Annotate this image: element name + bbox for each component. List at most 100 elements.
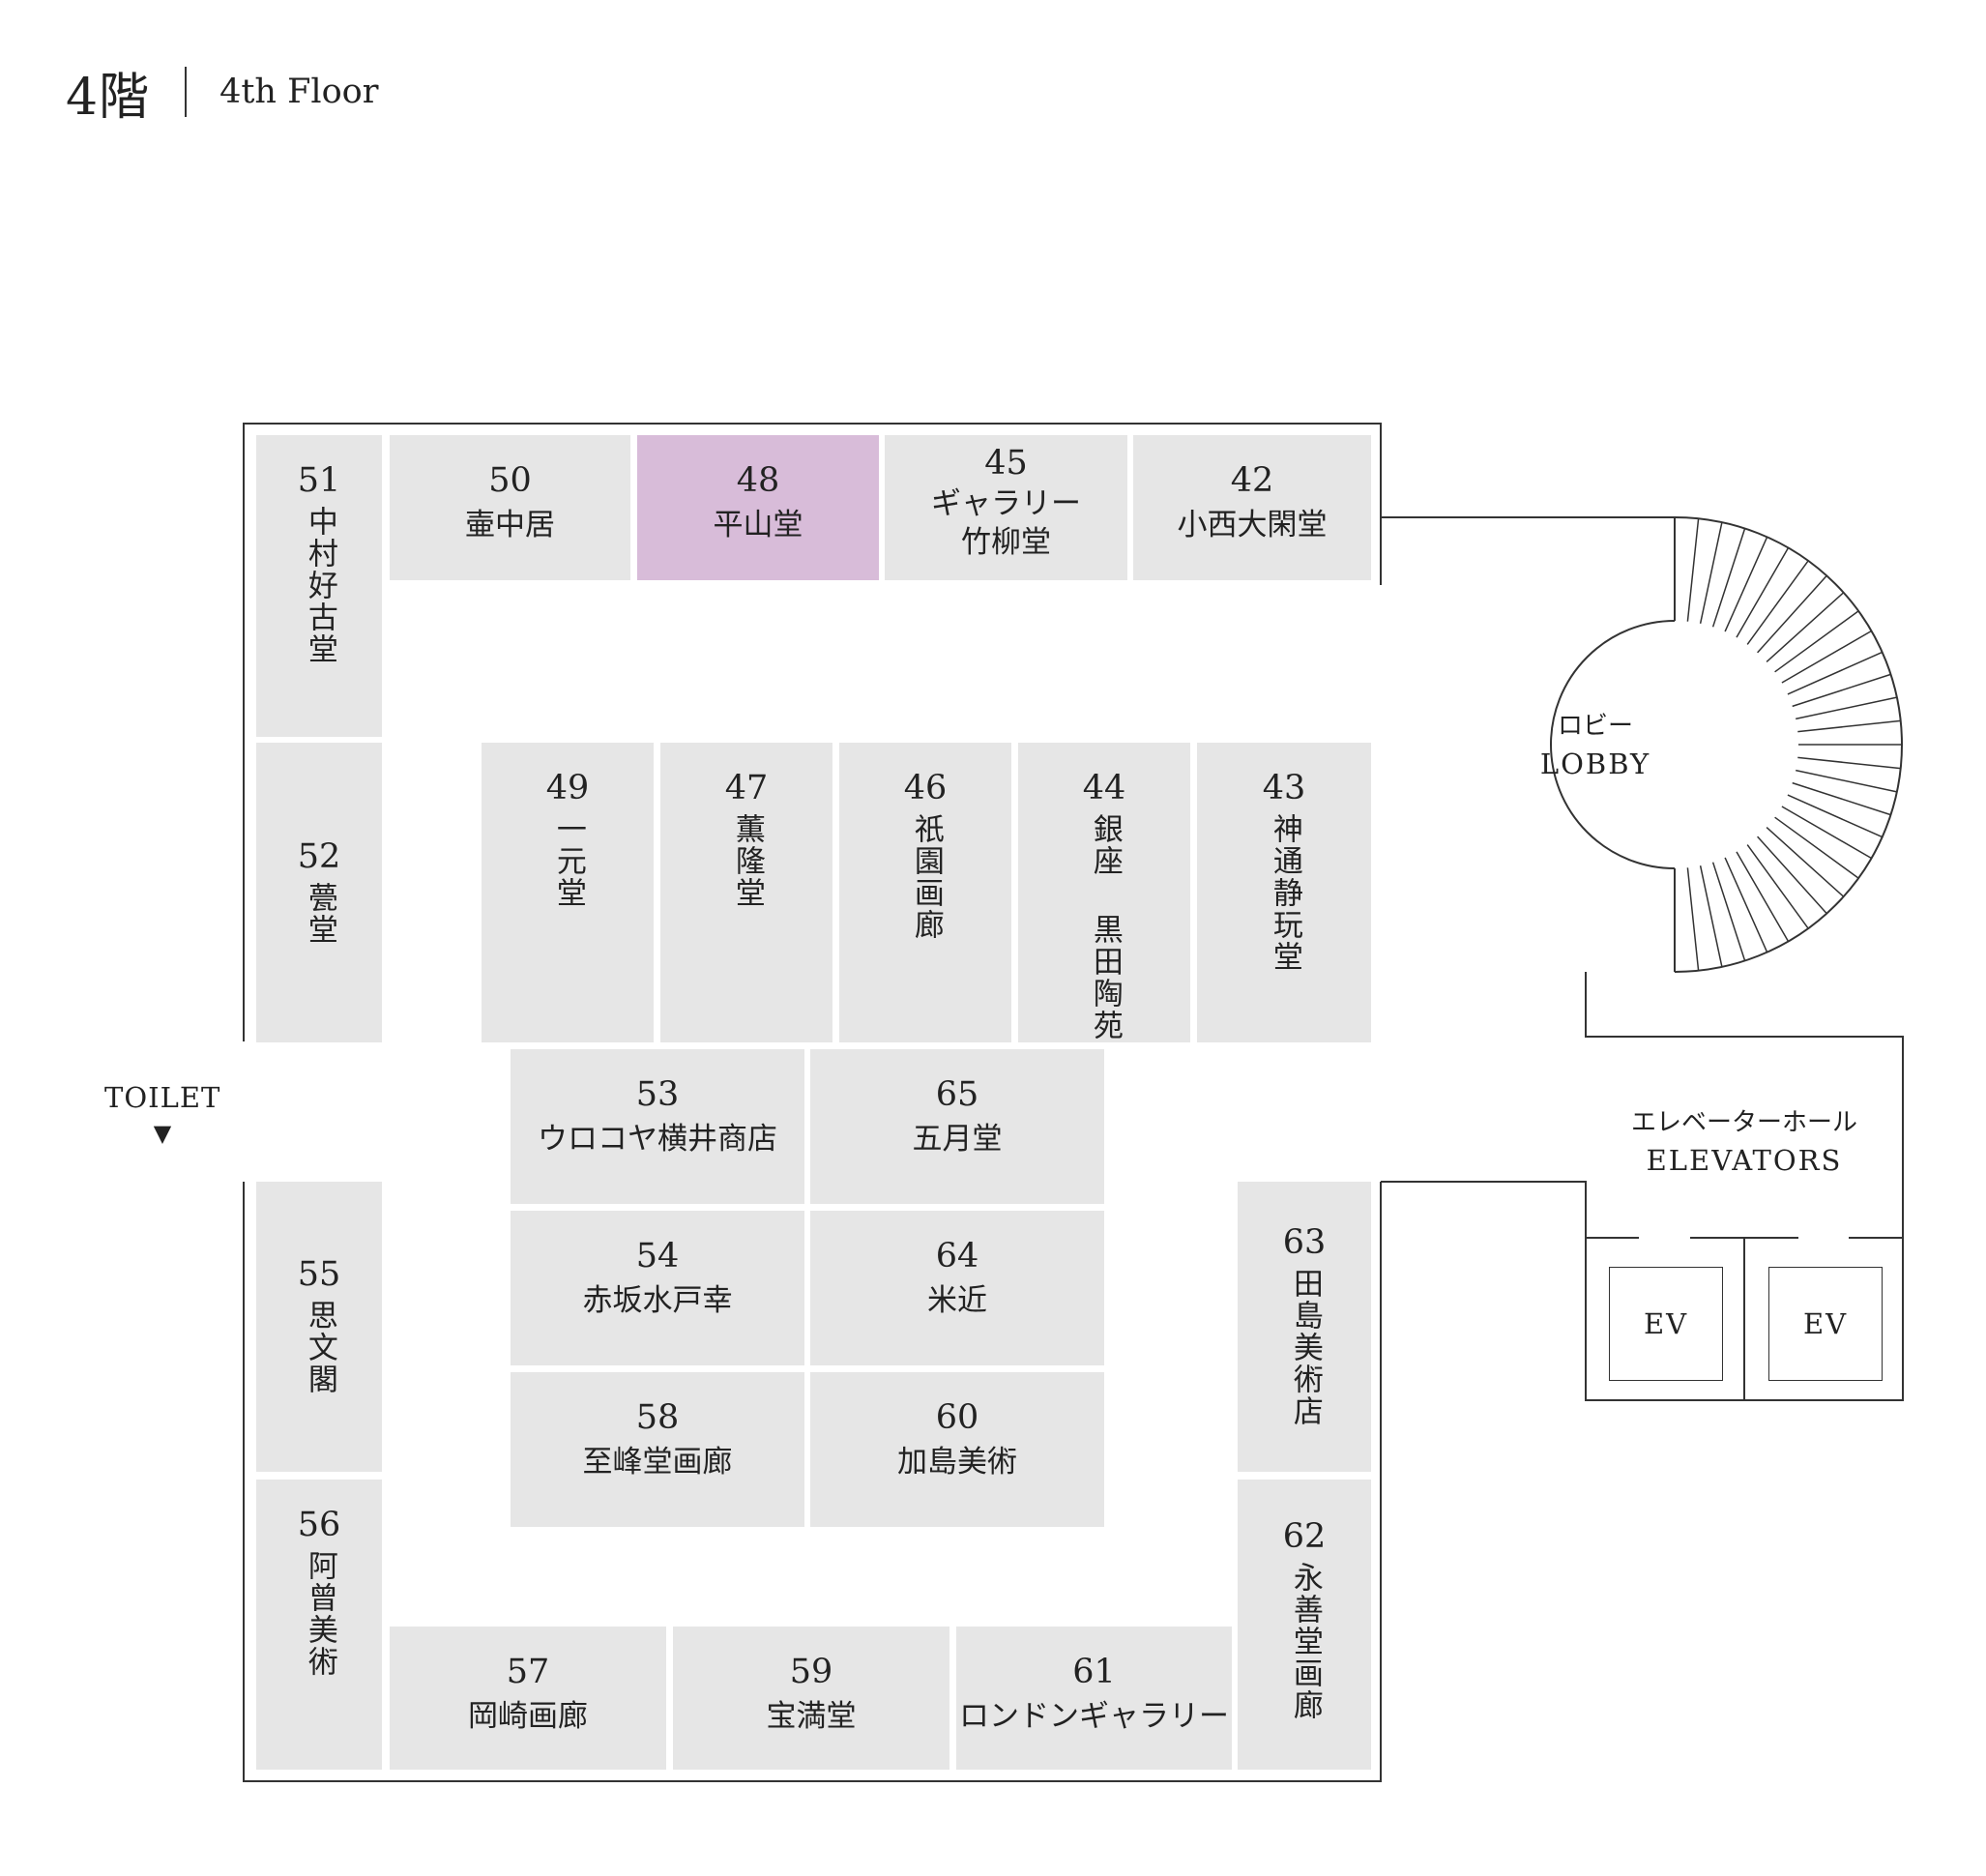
lobby-label: ロビー LOBBY (1508, 706, 1682, 780)
floor-title-en: 4th Floor (219, 73, 379, 111)
stair-step (1686, 518, 1700, 622)
booth-name: 赤坂水戸幸 (582, 1283, 733, 1318)
staircase-inner (1550, 620, 1676, 869)
booth-number: 47 (724, 769, 769, 807)
booth-46[interactable]: 46 祇園画廊 (839, 743, 1011, 1042)
booth-name: 米近 (927, 1283, 987, 1318)
booth-name: 一元堂 (550, 813, 586, 909)
stair-step (1781, 630, 1872, 684)
booth-number: 58 (635, 1398, 680, 1437)
stair-step (1746, 844, 1809, 929)
booth-number: 53 (635, 1075, 680, 1114)
stair-step (1797, 719, 1901, 733)
booth-55[interactable]: 55 思文閣 (256, 1182, 382, 1472)
hall-wall-upper (243, 423, 1382, 1041)
booth-number: 62 (1282, 1517, 1327, 1556)
stair-step (1711, 862, 1746, 961)
booth-44[interactable]: 44 銀座 黒田陶苑 (1018, 743, 1190, 1042)
floor-header: 4階 4th Floor (66, 58, 379, 127)
booth-name: 神通静玩堂 (1267, 813, 1302, 973)
booth-name: 永善堂画廊 (1287, 1562, 1323, 1721)
booth-number: 42 (1230, 461, 1274, 500)
booth-number: 52 (297, 836, 341, 876)
booth-64[interactable]: 64 米近 (810, 1211, 1104, 1365)
booth-name: 小西大閑堂 (1177, 508, 1328, 542)
elevator-hall-label-en: ELEVATORS (1646, 1144, 1843, 1177)
booth-name: 薫隆堂 (729, 813, 765, 909)
stair-step (1792, 673, 1891, 708)
booth-number: 63 (1282, 1223, 1327, 1262)
header-separator (185, 67, 188, 117)
booth-62[interactable]: 62 永善堂画廊 (1238, 1480, 1371, 1770)
booth-name: 加島美術 (897, 1445, 1017, 1480)
stair-step (1797, 756, 1901, 770)
lobby-label-jp: ロビー (1557, 712, 1633, 741)
booth-number: 61 (1072, 1653, 1116, 1691)
booth-name: 甍堂 (302, 881, 337, 946)
booth-name: 岡崎画廊 (468, 1699, 588, 1734)
booth-name: 壷中居 (465, 508, 555, 542)
booth-number: 55 (297, 1255, 341, 1294)
booth-60[interactable]: 60 加島美術 (810, 1372, 1104, 1527)
stair-step (1796, 696, 1898, 720)
booth-50[interactable]: 50 壷中居 (390, 435, 630, 580)
booth-number: 54 (635, 1237, 680, 1275)
booth-name: 銀座 黒田陶苑 (1087, 813, 1123, 1041)
stair-step (1699, 521, 1723, 624)
stair-step (1757, 835, 1827, 915)
stair-step (1736, 851, 1790, 942)
stair-step (1796, 769, 1898, 793)
booth-56[interactable]: 56 阿曾美術 (256, 1480, 382, 1770)
booth-name: 阿曾美術 (302, 1550, 337, 1678)
lobby-label-en: LOBBY (1539, 747, 1651, 780)
stair-step (1766, 827, 1845, 897)
booth-number: 45 (984, 444, 1028, 483)
booth-49[interactable]: 49 一元堂 (482, 743, 654, 1042)
down-arrow-icon: ▼ (153, 1120, 172, 1147)
booth-name: 思文閣 (302, 1300, 337, 1395)
stair-step (1746, 560, 1809, 645)
floor-title-jp: 4階 (66, 68, 151, 127)
booth-58[interactable]: 58 至峰堂画廊 (511, 1372, 804, 1527)
stair-step (1774, 610, 1859, 673)
booth-number: 43 (1262, 769, 1306, 807)
booth-name: 平山堂 (713, 508, 803, 542)
booth-42[interactable]: 42 小西大閑堂 (1133, 435, 1371, 580)
stair-step (1787, 794, 1884, 838)
booth-number: 46 (903, 769, 948, 807)
booth-number: 56 (297, 1506, 341, 1544)
booth-43[interactable]: 43 神通静玩堂 (1197, 743, 1371, 1042)
booth-63[interactable]: 63 田島美術店 (1238, 1182, 1371, 1472)
booth-54[interactable]: 54 赤坂水戸幸 (511, 1211, 804, 1365)
booth-number: 57 (506, 1653, 550, 1691)
booth-name: 中村好古堂 (302, 506, 337, 665)
booth-57[interactable]: 57 岡崎画廊 (390, 1627, 666, 1770)
booth-47[interactable]: 47 薫隆堂 (660, 743, 832, 1042)
booth-number: 44 (1082, 769, 1126, 807)
booth-number: 64 (935, 1237, 979, 1275)
toilet-label: TOILET (104, 1081, 221, 1114)
booth-52[interactable]: 52 甍堂 (256, 743, 382, 1042)
booth-number: 50 (488, 461, 532, 500)
stair-step (1792, 781, 1891, 816)
booth-name: 田島美術店 (1287, 1268, 1323, 1427)
stair-step (1711, 528, 1746, 628)
booth-number: 59 (789, 1653, 833, 1691)
booth-name: 至峰堂画廊 (582, 1445, 733, 1480)
stair-step (1699, 865, 1723, 968)
booth-number: 65 (935, 1075, 979, 1114)
booth-name: 祇園画廊 (908, 813, 944, 941)
elevator-hall-wall (1381, 972, 1904, 1401)
booth-number: 60 (935, 1398, 979, 1437)
toilet-direction: TOILET ▼ (104, 1081, 220, 1147)
stair-step (1724, 536, 1768, 632)
booth-number: 49 (545, 769, 590, 807)
